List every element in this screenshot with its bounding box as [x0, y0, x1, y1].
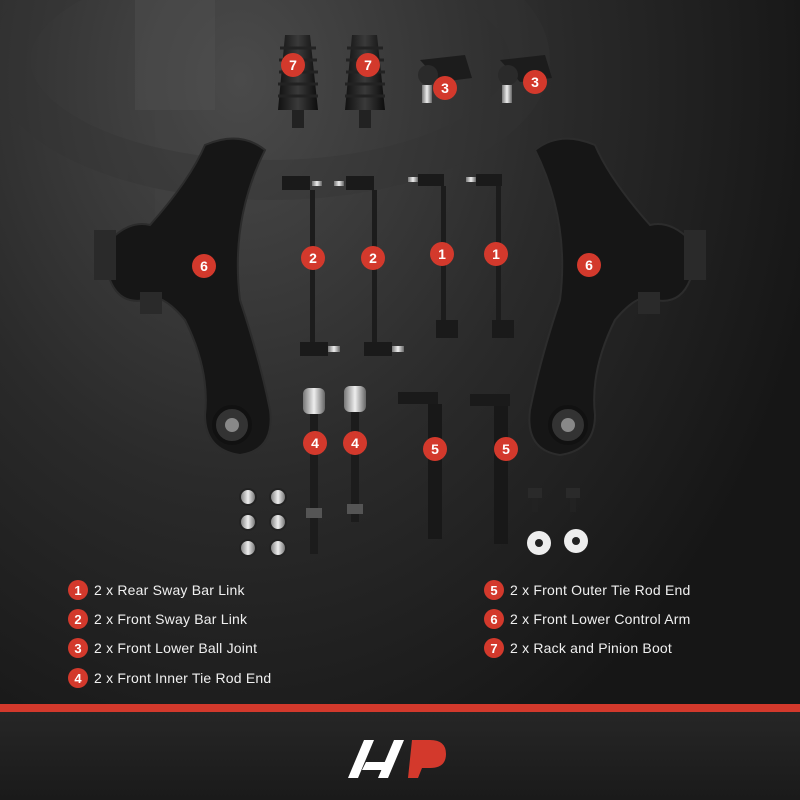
legend-text: 2 x Rack and Pinion Boot: [510, 640, 673, 656]
brand-logo-icon: [348, 740, 446, 778]
legend-item: 1 2 x Rear Sway Bar Link: [68, 578, 245, 602]
legend-number: 7: [484, 638, 504, 658]
inner-tie-rod-left: [303, 388, 325, 554]
rack-pinion-boot-left: [278, 35, 318, 128]
legend-number: 6: [484, 609, 504, 629]
legend-number: 5: [484, 580, 504, 600]
badge-7-left: 7: [281, 53, 305, 77]
legend-number: 2: [68, 609, 88, 629]
nuts-hardware: [239, 488, 287, 557]
badge-6-left: 6: [192, 254, 216, 278]
outer-tie-rod-right: [470, 394, 510, 544]
legend-text: 2 x Front Inner Tie Rod End: [94, 670, 272, 686]
rack-pinion-boot-right: [345, 35, 385, 128]
legend-number: 4: [68, 668, 88, 688]
legend-item: 4 2 x Front Inner Tie Rod End: [68, 666, 271, 690]
legend-item: 5 2 x Front Outer Tie Rod End: [484, 578, 690, 602]
legend-number: 3: [68, 638, 88, 658]
legend-text: 2 x Front Lower Ball Joint: [94, 640, 258, 656]
legend-number: 1: [68, 580, 88, 600]
badge-1-right: 1: [484, 242, 508, 266]
badge-5-right: 5: [494, 437, 518, 461]
background-strut: [0, 0, 550, 230]
inner-tie-rod-right: [344, 386, 366, 522]
badge-2-right: 2: [361, 246, 385, 270]
badge-7-right: 7: [356, 53, 380, 77]
badge-4-right: 4: [343, 431, 367, 455]
badge-3-left: 3: [433, 76, 457, 100]
footer-bar: [0, 712, 800, 800]
badge-3-right: 3: [523, 70, 547, 94]
badge-4-left: 4: [303, 431, 327, 455]
parts-illustration: [0, 0, 706, 557]
badge-6-right: 6: [577, 253, 601, 277]
parts-legend: 1 2 x Rear Sway Bar Link 2 2 x Front Swa…: [0, 578, 800, 698]
legend-text: 2 x Front Outer Tie Rod End: [510, 582, 691, 598]
bolts-hardware: [527, 488, 588, 555]
badge-5-left: 5: [423, 437, 447, 461]
legend-text: 2 x Front Lower Control Arm: [510, 611, 691, 627]
legend-item: 7 2 x Rack and Pinion Boot: [484, 636, 672, 660]
ball-joint-left: [418, 55, 472, 103]
badge-1-left: 1: [430, 242, 454, 266]
badge-2-left: 2: [301, 246, 325, 270]
outer-tie-rod-left: [398, 392, 442, 539]
legend-item: 6 2 x Front Lower Control Arm: [484, 607, 690, 631]
legend-text: 2 x Rear Sway Bar Link: [94, 582, 245, 598]
legend-text: 2 x Front Sway Bar Link: [94, 611, 248, 627]
control-arm-left: [94, 137, 272, 457]
legend-item: 3 2 x Front Lower Ball Joint: [68, 636, 257, 660]
control-arm-right: [528, 137, 706, 457]
legend-item: 2 2 x Front Sway Bar Link: [68, 607, 247, 631]
accent-divider: [0, 704, 800, 712]
